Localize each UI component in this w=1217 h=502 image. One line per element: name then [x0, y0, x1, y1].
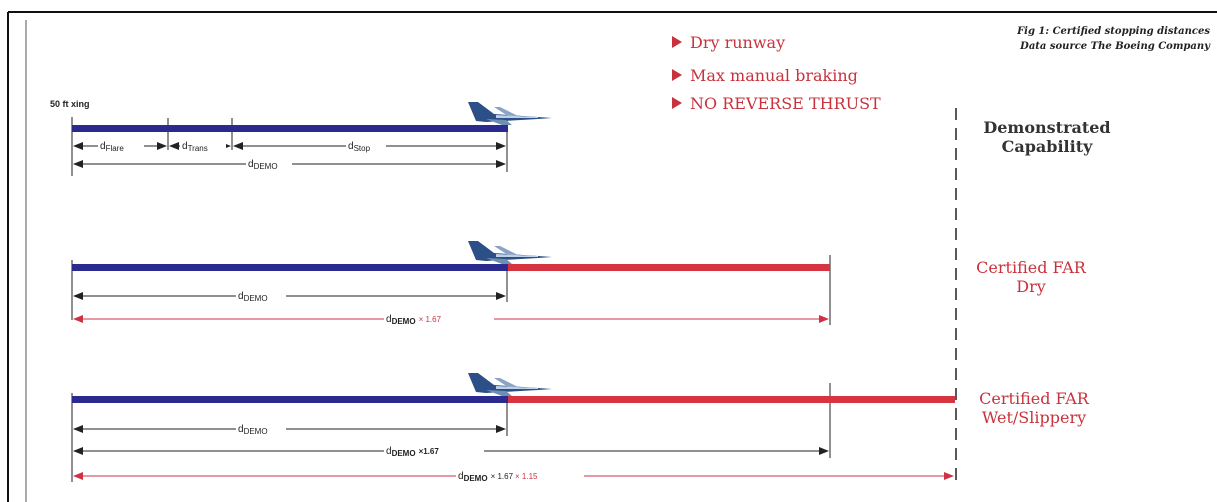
label-bg — [98, 138, 144, 152]
demo-distance-bar — [72, 396, 508, 403]
label-bg — [346, 138, 386, 152]
condition-dry-runway: Dry runway — [690, 33, 785, 52]
label-d-demo-x167-x115: dDEMO× 1.67× 1.15 — [458, 471, 538, 483]
airplane-icon — [468, 102, 552, 125]
label-d-demo-x167: dDEMO×1.67 — [386, 446, 439, 458]
bullet-arrow-icon — [672, 97, 682, 109]
label-d-demo: dDEMO — [248, 159, 278, 171]
label-demonstrated: Demonstrated — [983, 118, 1110, 137]
fig-caption-line2: Data source The Boeing Company — [1019, 41, 1211, 52]
row-certified-far-dry: dDEMO dDEMO× 1.67 — [71, 241, 831, 326]
label-certified-far-dry-1: Certified FAR — [976, 258, 1087, 277]
row-certified-far-wet: dDEMO dDEMO×1.67 dDEMO× 1.67× 1.15 — [71, 373, 955, 483]
label-capability: Capability — [1002, 137, 1093, 156]
label-bg — [384, 443, 484, 457]
demo-distance-bar — [72, 264, 508, 271]
bullet-arrow-icon — [672, 69, 682, 81]
row-demonstrated: 50 ft xing dFlare dTrans dStop dDEMO — [50, 99, 552, 176]
label-bg — [236, 421, 286, 435]
label-certified-far-wet-2: Wet/Slippery — [982, 408, 1086, 427]
label-bg — [236, 288, 286, 302]
label-d-demo-x167: dDEMO× 1.67 — [386, 314, 442, 326]
label-certified-far-dry-2: Dry — [1016, 277, 1046, 296]
label-50ft-crossing: 50 ft xing — [50, 99, 90, 109]
condition-no-reverse-thrust: NO REVERSE THRUST — [690, 94, 881, 113]
bullet-arrow-icon — [672, 36, 682, 48]
label-bg — [384, 311, 494, 325]
airplane-icon — [468, 241, 552, 264]
label-bg — [456, 468, 584, 482]
label-bg — [246, 156, 292, 170]
label-d-trans: dTrans — [182, 141, 208, 153]
condition-max-braking: Max manual braking — [690, 66, 858, 85]
far-margin-bar — [508, 396, 955, 403]
label-certified-far-wet-1: Certified FAR — [979, 389, 1090, 408]
airplane-icon — [468, 373, 552, 396]
label-bg — [180, 138, 226, 152]
label-d-demo: dDEMO — [238, 424, 268, 436]
conditions-list: Dry runway Max manual braking NO REVERSE… — [672, 33, 881, 113]
demo-distance-bar — [72, 125, 508, 132]
label-d-demo: dDEMO — [238, 291, 268, 303]
far-margin-bar — [508, 264, 830, 271]
fig-caption-line1: Fig 1: Certified stopping distances — [1016, 26, 1210, 37]
label-d-flare: dFlare — [100, 141, 124, 153]
label-d-stop: dStop — [348, 141, 371, 153]
